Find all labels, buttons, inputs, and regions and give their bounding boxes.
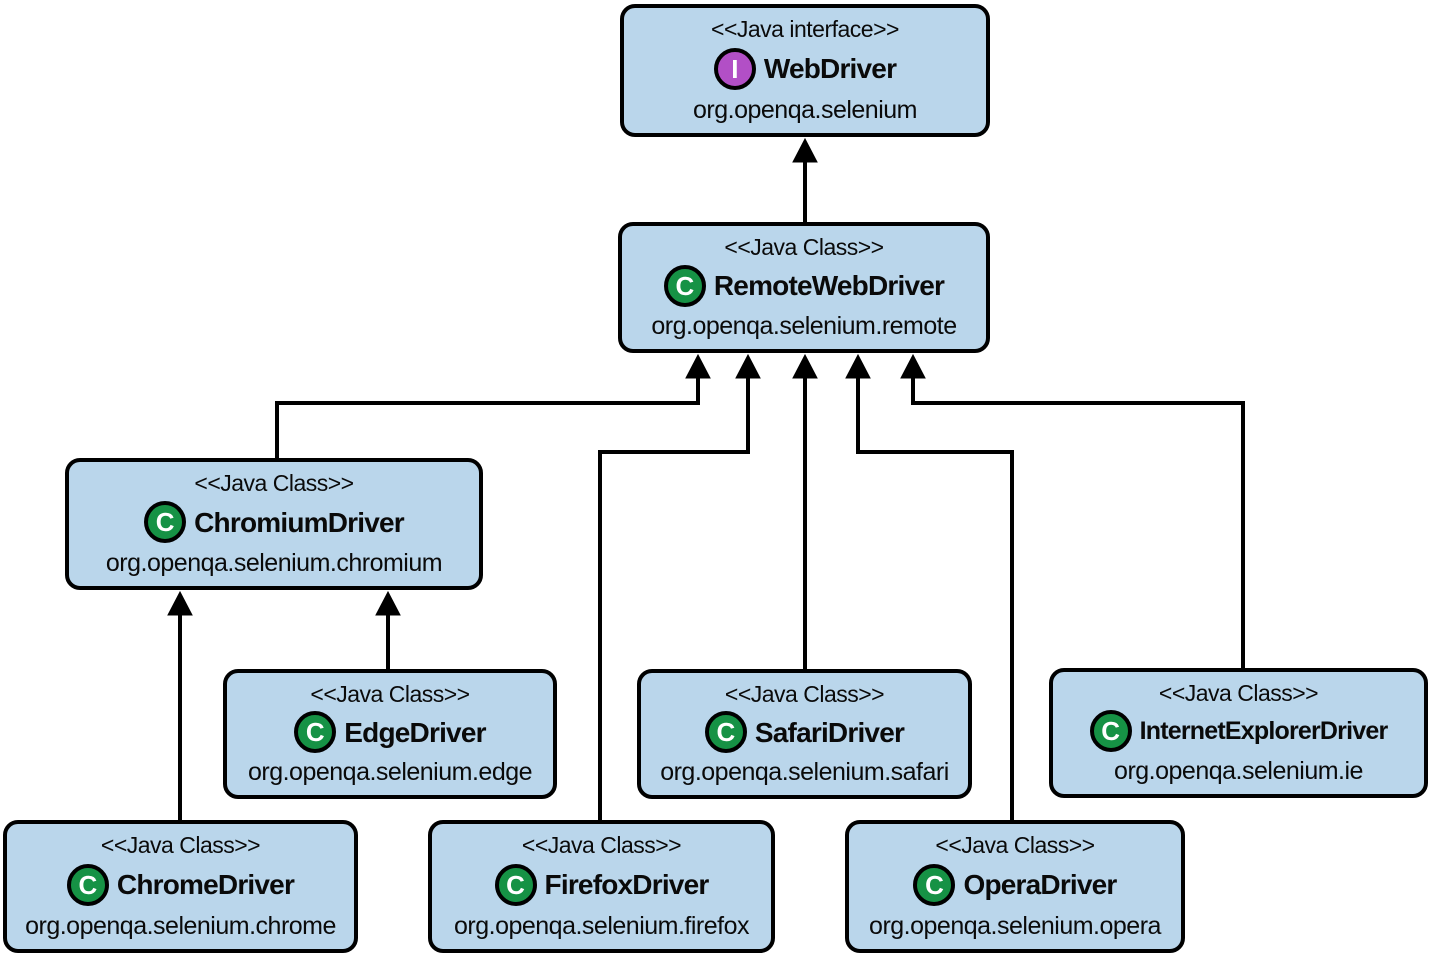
class-box-webdriver: <<Java interface>> I WebDriver org.openq… [620,4,990,137]
edge-edgedriver-to-chromiumdriver-arrowhead [375,590,401,616]
class-box-safaridriver: <<Java Class>> C SafariDriver org.openqa… [637,669,972,799]
class-box-chromedriver: <<Java Class>> C ChromeDriver org.openqa… [3,820,358,953]
stereotype-label: <<Java Class>> [935,832,1095,858]
stereotype-label: <<Java interface>> [711,16,899,42]
class-name-row: C ChromiumDriver [144,501,405,544]
class-name-label: SafariDriver [754,716,905,748]
class-name-row: C SafariDriver [704,711,905,754]
stereotype-label: <<Java Class>> [1158,680,1319,706]
class-icon: C [66,863,109,906]
class-icon: C [663,264,706,307]
class-icon: C [144,501,187,544]
class-icon: C [704,711,747,754]
edge-chromedriver-to-chromiumdriver-arrowhead [167,590,193,616]
class-name-label: ChromiumDriver [194,506,405,538]
stereotype-label: <<Java Class>> [521,832,682,858]
class-icon: C [1089,710,1132,753]
edge-remotewebdriver-to-webdriver-arrowhead [792,137,818,163]
stereotype-label: <<Java Class>> [724,234,884,260]
stereotype-label: <<Java Class>> [724,681,885,707]
class-name-row: C FirefoxDriver [494,863,710,906]
class-icon: C [494,863,537,906]
class-box-operadriver: <<Java Class>> C OperaDriver org.openqa.… [845,820,1185,953]
stereotype-label: <<Java Class>> [194,470,354,496]
edge-operadriver-to-remotewebdriver [856,377,1014,822]
class-icon: C [913,863,956,906]
class-name-label: ChromeDriver [116,869,295,901]
class-name-row: C EdgeDriver [294,711,487,754]
edge-firefoxdriver-to-remotewebdriver [598,377,750,822]
package-label: org.openqa.selenium.chrome [25,911,336,940]
package-label: org.openqa.selenium.ie [1114,756,1363,785]
class-box-edgedriver: <<Java Class>> C EdgeDriver org.openqa.s… [223,669,557,799]
class-name-label: InternetExplorerDriver [1139,717,1389,746]
class-name-label: EdgeDriver [344,716,486,748]
class-name-row: C RemoteWebDriver [663,264,945,307]
class-icon: C [294,711,337,754]
package-label: org.openqa.selenium.edge [247,757,533,786]
class-name-label: FirefoxDriver [544,869,710,901]
edge-operadriver-to-remotewebdriver-arrowhead [845,353,871,379]
package-label: org.openqa.selenium [693,95,918,124]
edge-firefoxdriver-to-remotewebdriver-arrowhead [735,353,761,379]
class-box-chromiumdriver: <<Java Class>> C ChromiumDriver org.open… [65,458,483,590]
edge-internetexplorerdriver-to-remotewebdriver [911,377,1245,670]
package-label: org.openqa.selenium.opera [869,911,1161,940]
package-label: org.openqa.selenium.remote [651,311,957,340]
edge-internetexplorerdriver-to-remotewebdriver-arrowhead [900,353,926,379]
package-label: org.openqa.selenium.safari [660,757,949,786]
class-name-row: I WebDriver [713,47,897,90]
class-name-label: WebDriver [763,53,897,85]
edge-chromiumdriver-to-remotewebdriver-arrowhead [685,353,711,379]
package-label: org.openqa.selenium.firefox [453,911,750,940]
stereotype-label: <<Java Class>> [100,832,261,858]
class-box-remotewebdriver: <<Java Class>> C RemoteWebDriver org.ope… [618,222,990,353]
edge-safaridriver-to-remotewebdriver-arrowhead [792,353,818,379]
stereotype-label: <<Java Class>> [310,681,470,707]
class-name-row: C InternetExplorerDriver [1089,710,1389,753]
class-name-row: C OperaDriver [913,863,1117,906]
edge-chromiumdriver-to-remotewebdriver [275,377,700,460]
class-box-internetexplorerdriver: <<Java Class>> C InternetExplorerDriver … [1049,668,1428,798]
interface-icon: I [713,47,756,90]
class-box-firefoxdriver: <<Java Class>> C FirefoxDriver org.openq… [428,820,775,953]
class-name-row: C ChromeDriver [66,863,295,906]
package-label: org.openqa.selenium.chromium [105,548,443,577]
class-name-label: RemoteWebDriver [713,270,945,302]
class-name-label: OperaDriver [963,869,1117,901]
